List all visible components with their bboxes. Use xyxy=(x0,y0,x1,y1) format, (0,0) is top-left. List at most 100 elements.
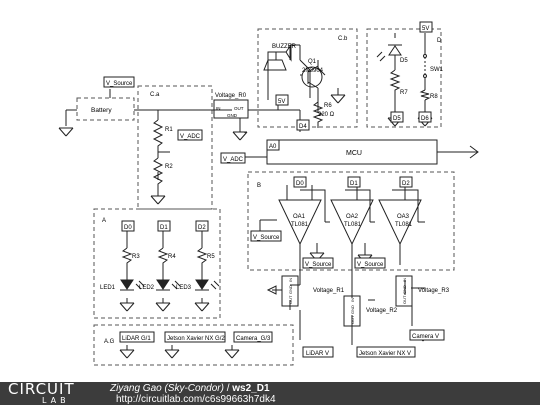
label-sw1: SW1 xyxy=(430,67,444,73)
label-q1-part: 2N3904 xyxy=(302,68,324,74)
led-led1 xyxy=(120,279,134,290)
opamp-oa3 xyxy=(378,199,422,246)
label-led2: LED2 xyxy=(139,285,155,291)
ground-led2 xyxy=(155,302,171,312)
battery-label: Battery xyxy=(91,107,112,114)
label-oa2-part: TL081 xyxy=(344,222,362,228)
label-r3-gnd: GND xyxy=(402,285,407,294)
opamp-oa1 xyxy=(278,199,322,246)
net-label-b-d2: D2 xyxy=(402,181,410,187)
net-label-d5: D5 xyxy=(393,116,401,122)
net-label-a-d1: D1 xyxy=(160,225,168,231)
label-voltage-r1: Voltage_R1 xyxy=(313,288,345,294)
net-label-lidar-g: LiDAR G/1 xyxy=(122,336,151,342)
label-buzzer: BUZZER xyxy=(272,44,297,50)
label-r2: R2 xyxy=(165,164,173,170)
label-r3-in: IN xyxy=(402,278,407,282)
logo-text-top: CIRCUIT xyxy=(8,380,75,398)
net-label-jetson-v: Jetson Xavier NX V xyxy=(359,351,411,357)
net-label-v-source-b1: V_Source xyxy=(253,235,280,241)
section-box-ag xyxy=(93,324,294,366)
circuitlab-logo[interactable]: CIRCUIT LAB xyxy=(8,380,75,405)
net-label-a-d2: D2 xyxy=(198,225,206,231)
ground-q1 xyxy=(330,94,346,104)
net-label-camera-g: Camera_G/3 xyxy=(236,336,271,342)
label-vr0-gnd: GND xyxy=(227,113,238,118)
label-vr0-out: OUT xyxy=(234,106,244,111)
resistor-r2 xyxy=(152,157,164,188)
net-label-camera-v: Camera V xyxy=(412,334,439,340)
label-voltage-r2: Voltage_R2 xyxy=(366,308,398,314)
transistor-q1 xyxy=(301,66,323,88)
resistor-r5 xyxy=(196,247,208,265)
resistor-r3 xyxy=(121,247,133,265)
net-label-d4: D4 xyxy=(299,124,307,130)
project-name[interactable]: ws2_D1 xyxy=(232,383,270,394)
ground-battery xyxy=(58,127,74,137)
label-r1-out: OUT xyxy=(288,295,293,304)
ground-symbols xyxy=(58,94,433,359)
author-name[interactable]: Ziyang Gao (Sky-Condor) xyxy=(110,383,224,394)
section-boxes xyxy=(76,28,455,366)
ground-vr0 xyxy=(232,131,248,141)
section-box-a xyxy=(93,208,221,319)
project-url[interactable]: http://circuitlab.com/c6s99663h7dk4 xyxy=(116,394,276,405)
resistor-r1 xyxy=(152,119,164,150)
label-r3-out: OUT xyxy=(402,295,407,304)
ground-lidar xyxy=(119,349,135,359)
label-r4: R4 xyxy=(168,254,176,260)
section-box-d xyxy=(366,28,442,128)
label-voltage-r0: Voltage_R0 xyxy=(215,93,247,99)
net-label-v-source-top: V_Source xyxy=(106,81,133,87)
voltage-r1 xyxy=(281,275,299,307)
circuit-schematic: Battery V_Source C.a R1 R2 V_ADC Voltage… xyxy=(58,21,479,366)
net-label-b-d1: D1 xyxy=(350,181,358,187)
label-led3: LED3 xyxy=(176,285,192,291)
label-led1: LED1 xyxy=(100,285,116,291)
section-label-cb: C.b xyxy=(338,36,348,42)
led-d5 xyxy=(388,45,402,56)
net-label-5v-mid: 5V xyxy=(278,99,285,105)
section-label-d: D xyxy=(437,38,442,44)
voltage-r2 xyxy=(343,295,361,327)
credit-line: Ziyang Gao (Sky-Condor) / ws2_D1 xyxy=(110,383,270,394)
net-label-d6: D6 xyxy=(421,116,429,122)
voltage-r0 xyxy=(213,99,249,119)
section-label-ca: C.a xyxy=(150,92,160,98)
net-label-5v-d: 5V xyxy=(422,26,429,32)
label-d5: D5 xyxy=(400,58,408,64)
led-led3 xyxy=(195,279,209,290)
label-r1-in: IN xyxy=(288,278,293,282)
label-r6-value: 220 Ω xyxy=(318,112,335,118)
label-oa1: OA1 xyxy=(293,214,306,220)
ground-ca xyxy=(150,195,166,205)
section-label-ag: A.G xyxy=(104,339,115,345)
net-label-v-adc-box: V_ADC xyxy=(180,134,201,140)
label-oa3: OA3 xyxy=(397,214,410,220)
logo-text-bottom: LAB xyxy=(42,396,70,405)
resistor-r7 xyxy=(389,69,401,100)
schematic-labels: Battery V_Source C.a R1 R2 V_ADC Voltage… xyxy=(91,26,450,357)
buzzer xyxy=(272,43,292,62)
ground-camera xyxy=(224,349,240,359)
section-label-a: A xyxy=(102,218,106,224)
credit-separator: / xyxy=(223,383,233,394)
label-r2-gnd: GND xyxy=(350,305,355,314)
label-oa2: OA2 xyxy=(346,214,359,220)
label-r7: R7 xyxy=(400,90,408,96)
label-oa1-part: TL081 xyxy=(291,222,309,228)
opamp-oa2 xyxy=(330,199,374,246)
component-bodies xyxy=(120,43,479,327)
label-r3: R3 xyxy=(132,254,140,260)
label-r8: R8 xyxy=(430,94,438,100)
ground-led1 xyxy=(119,302,135,312)
net-label-a-d0: D0 xyxy=(124,225,132,231)
section-label-b: B xyxy=(257,183,261,189)
label-q1: Q1 xyxy=(308,59,317,65)
ground-jetson xyxy=(164,349,180,359)
voltage-r3 xyxy=(395,275,413,307)
mcu-label: MCU xyxy=(346,150,362,157)
net-label-lidar-v: LiDAR V xyxy=(306,351,329,357)
resistor-r4 xyxy=(157,247,169,265)
net-label-a0: A0 xyxy=(269,144,277,150)
